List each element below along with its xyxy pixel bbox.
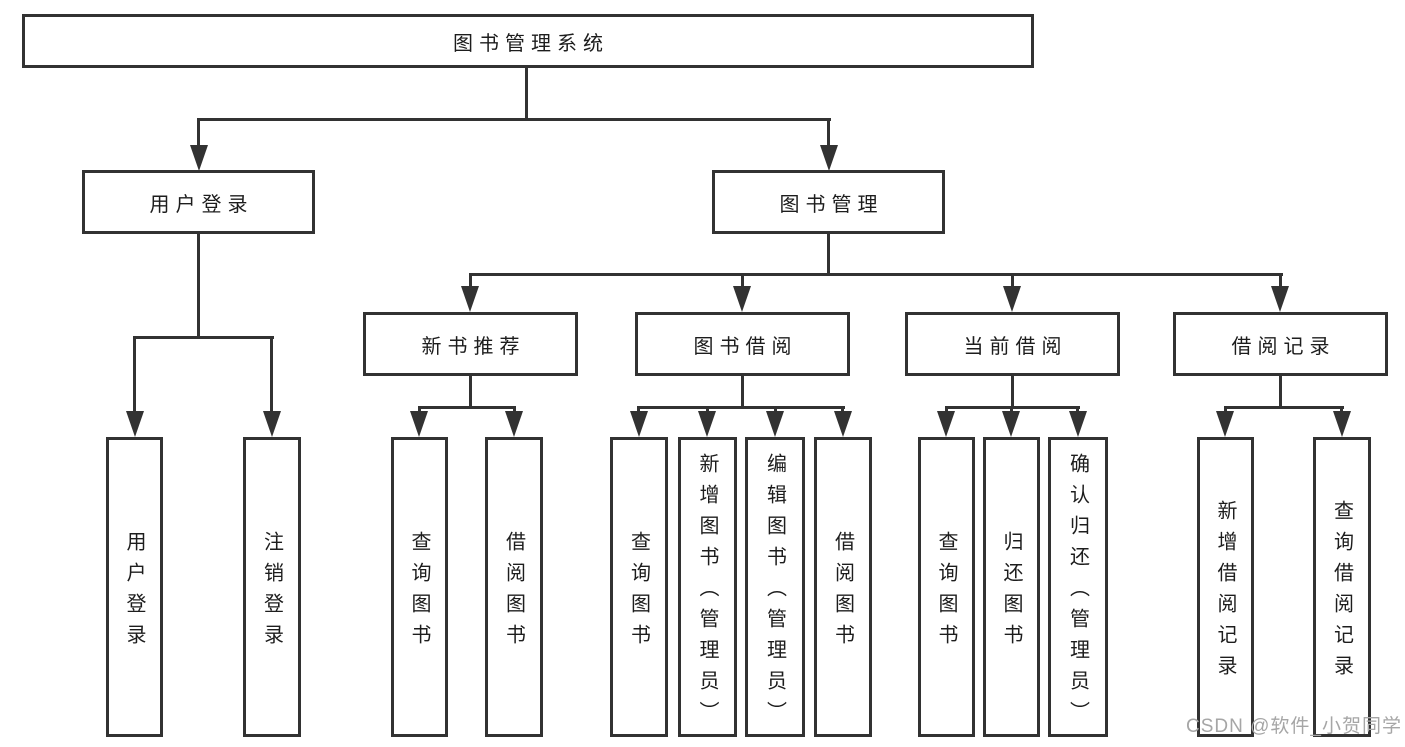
arrow-down-icon — [1002, 411, 1020, 437]
csdn-watermark: CSDN @软件_小贺同学 — [1186, 716, 1402, 737]
node-book-management-label: 图书管理 — [779, 193, 884, 216]
arrow-down-icon — [461, 286, 479, 312]
arrow-down-icon — [190, 145, 208, 171]
connector-line — [469, 376, 472, 409]
connector-line — [1224, 406, 1344, 409]
node-user-login-label: 用户登录 — [149, 193, 254, 216]
connector-line — [133, 336, 136, 413]
connector-line — [133, 336, 274, 339]
leaf-confirm-return-admin-label: 确认归还（管理员） — [1066, 453, 1089, 732]
leaf-add-book-admin: 新增图书（管理员） — [678, 437, 737, 737]
leaf-borrow-books-recommend: 借阅图书 — [485, 437, 543, 737]
arrow-down-icon — [630, 411, 648, 437]
connector-line — [741, 376, 744, 409]
arrow-down-icon — [733, 286, 751, 312]
connector-line — [469, 273, 472, 288]
leaf-query-books-borrow-label: 查询图书 — [627, 530, 650, 655]
connector-line — [1279, 376, 1282, 409]
leaf-add-borrow-record-label: 新增借阅记录 — [1214, 499, 1236, 686]
leaf-add-borrow-record: 新增借阅记录 — [1197, 437, 1254, 737]
leaf-logout-label: 注销登录 — [260, 530, 283, 655]
leaf-return-books: 归还图书 — [983, 437, 1040, 737]
connector-line — [741, 273, 744, 288]
connector-line — [1224, 406, 1227, 413]
leaf-borrow-books-label: 借阅图书 — [831, 530, 854, 655]
node-borrow-records-label: 借阅记录 — [1231, 335, 1336, 358]
node-borrow-records: 借阅记录 — [1173, 312, 1388, 376]
connector-line — [1010, 406, 1013, 413]
node-root: 图书管理系统 — [22, 14, 1034, 68]
leaf-edit-book-admin-label: 编辑图书（管理员） — [763, 453, 786, 732]
leaf-return-books-label: 归还图书 — [1000, 530, 1022, 655]
leaf-query-books-recommend-label: 查询图书 — [408, 530, 430, 655]
connector-line — [827, 118, 830, 147]
arrow-down-icon — [1003, 286, 1021, 312]
connector-line — [1279, 273, 1282, 288]
arrow-down-icon — [1333, 411, 1351, 437]
arrow-down-icon — [1069, 411, 1087, 437]
connector-line — [774, 406, 777, 413]
connector-line — [827, 234, 830, 276]
connector-line — [1011, 376, 1014, 409]
arrow-down-icon — [505, 411, 523, 437]
leaf-query-books-recommend: 查询图书 — [391, 437, 448, 737]
node-current-borrow-label: 当前借阅 — [963, 335, 1068, 358]
arrow-down-icon — [834, 411, 852, 437]
leaf-query-borrow-record-label: 查询借阅记录 — [1330, 499, 1353, 686]
connector-line — [706, 406, 709, 413]
connector-line — [1076, 406, 1079, 413]
leaf-user-login-label: 用户登录 — [123, 530, 145, 655]
connector-line — [1340, 406, 1343, 413]
arrow-down-icon — [410, 411, 428, 437]
leaf-borrow-books: 借阅图书 — [814, 437, 872, 737]
node-new-book-recommend: 新书推荐 — [363, 312, 578, 376]
connector-line — [525, 68, 528, 118]
node-root-label: 图书管理系统 — [453, 32, 609, 55]
leaf-edit-book-admin: 编辑图书（管理员） — [745, 437, 805, 737]
node-book-borrow: 图书借阅 — [635, 312, 850, 376]
connector-line — [513, 406, 516, 413]
leaf-query-books-current: 查询图书 — [918, 437, 975, 737]
leaf-borrow-books-recommend-label: 借阅图书 — [502, 530, 525, 655]
connector-line — [469, 273, 1283, 276]
connector-line — [637, 406, 640, 413]
connector-line — [197, 118, 200, 147]
node-book-management: 图书管理 — [712, 170, 945, 234]
connector-line — [197, 234, 200, 338]
connector-line — [945, 406, 948, 413]
arrow-down-icon — [820, 145, 838, 171]
node-current-borrow: 当前借阅 — [905, 312, 1120, 376]
node-user-login: 用户登录 — [82, 170, 315, 234]
arrow-down-icon — [126, 411, 144, 437]
leaf-query-borrow-record: 查询借阅记录 — [1313, 437, 1371, 737]
connector-line — [637, 406, 845, 409]
connector-line — [197, 118, 831, 121]
arrow-down-icon — [263, 411, 281, 437]
arrow-down-icon — [698, 411, 716, 437]
leaf-logout: 注销登录 — [243, 437, 301, 737]
connector-line — [270, 336, 273, 413]
arrow-down-icon — [1271, 286, 1289, 312]
arrow-down-icon — [1216, 411, 1234, 437]
arrow-down-icon — [937, 411, 955, 437]
leaf-query-books-borrow: 查询图书 — [610, 437, 668, 737]
leaf-confirm-return-admin: 确认归还（管理员） — [1048, 437, 1108, 737]
connector-line — [418, 406, 516, 409]
leaf-query-books-current-label: 查询图书 — [935, 530, 957, 655]
connector-line — [841, 406, 844, 413]
node-new-book-recommend-label: 新书推荐 — [421, 335, 526, 358]
connector-line — [1011, 273, 1014, 288]
node-book-borrow-label: 图书借阅 — [693, 335, 798, 358]
leaf-user-login: 用户登录 — [106, 437, 163, 737]
connector-line — [418, 406, 421, 413]
arrow-down-icon — [766, 411, 784, 437]
leaf-add-book-admin-label: 新增图书（管理员） — [696, 453, 718, 732]
